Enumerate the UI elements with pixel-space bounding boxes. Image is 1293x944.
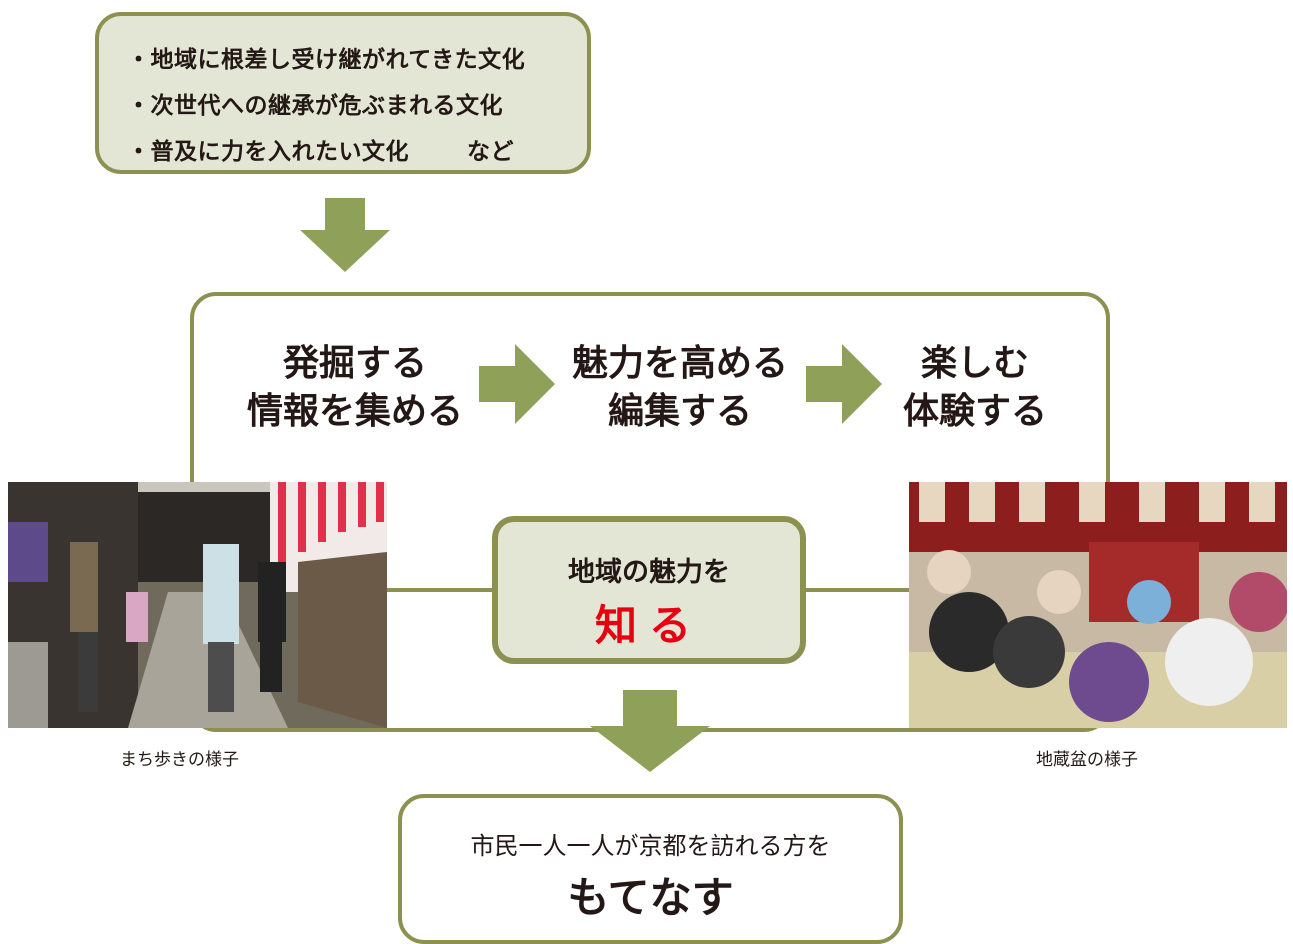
- culture-item: ・普及に力を入れたい文化 など: [127, 132, 514, 166]
- culture-item: ・次世代への継承が危ぶまれる文化: [127, 93, 503, 119]
- step-subtitle: 情報を集める: [246, 391, 463, 432]
- town-walk-caption: まち歩きの様子: [120, 750, 239, 770]
- jizobon-image: [909, 482, 1287, 728]
- down-arrow-icon: [590, 690, 710, 772]
- step-subtitle: 編集する: [607, 391, 752, 432]
- right-arrow-icon: [806, 344, 882, 424]
- town-walk-photo: [8, 482, 387, 728]
- jizobon-photo: [909, 482, 1287, 728]
- culture-item-text: ・普及に力を入れたい文化: [127, 139, 409, 165]
- step-enjoy: 楽しむ 体験する: [870, 340, 1080, 436]
- source-culture-box: ・地域に根差し受け継がれてきた文化 ・次世代への継承が危ぶまれる文化 ・普及に力…: [95, 12, 591, 174]
- culture-item-etc: など: [467, 139, 514, 165]
- jizobon-caption: 地蔵盆の様子: [1036, 750, 1138, 770]
- know-charm-box: 地域の魅力を 知る: [492, 516, 806, 664]
- connector-line: [804, 588, 910, 592]
- step-discover: 発掘する 情報を集める: [230, 340, 480, 436]
- culture-item: ・地域に根差し受け継がれてきた文化: [127, 47, 526, 73]
- center-subtitle: 地域の魅力を: [568, 557, 730, 588]
- down-arrow-icon: [300, 198, 390, 272]
- center-title: 知る: [594, 601, 703, 650]
- hospitality-box: 市民一人一人が京都を訪れる方を もてなす: [398, 794, 903, 944]
- connector-line: [386, 588, 494, 592]
- step-subtitle: 体験する: [902, 391, 1047, 432]
- step-title: 楽しむ: [920, 343, 1029, 384]
- step-title: 発掘する: [282, 343, 427, 384]
- step-title: 魅力を高める: [571, 343, 788, 384]
- right-arrow-icon: [479, 344, 555, 424]
- step-enhance: 魅力を高める 編集する: [555, 340, 805, 436]
- town-walk-image: [8, 482, 387, 728]
- hospitality-title: もてなす: [567, 873, 734, 922]
- hospitality-subtitle: 市民一人一人が京都を訪れる方を: [470, 832, 831, 860]
